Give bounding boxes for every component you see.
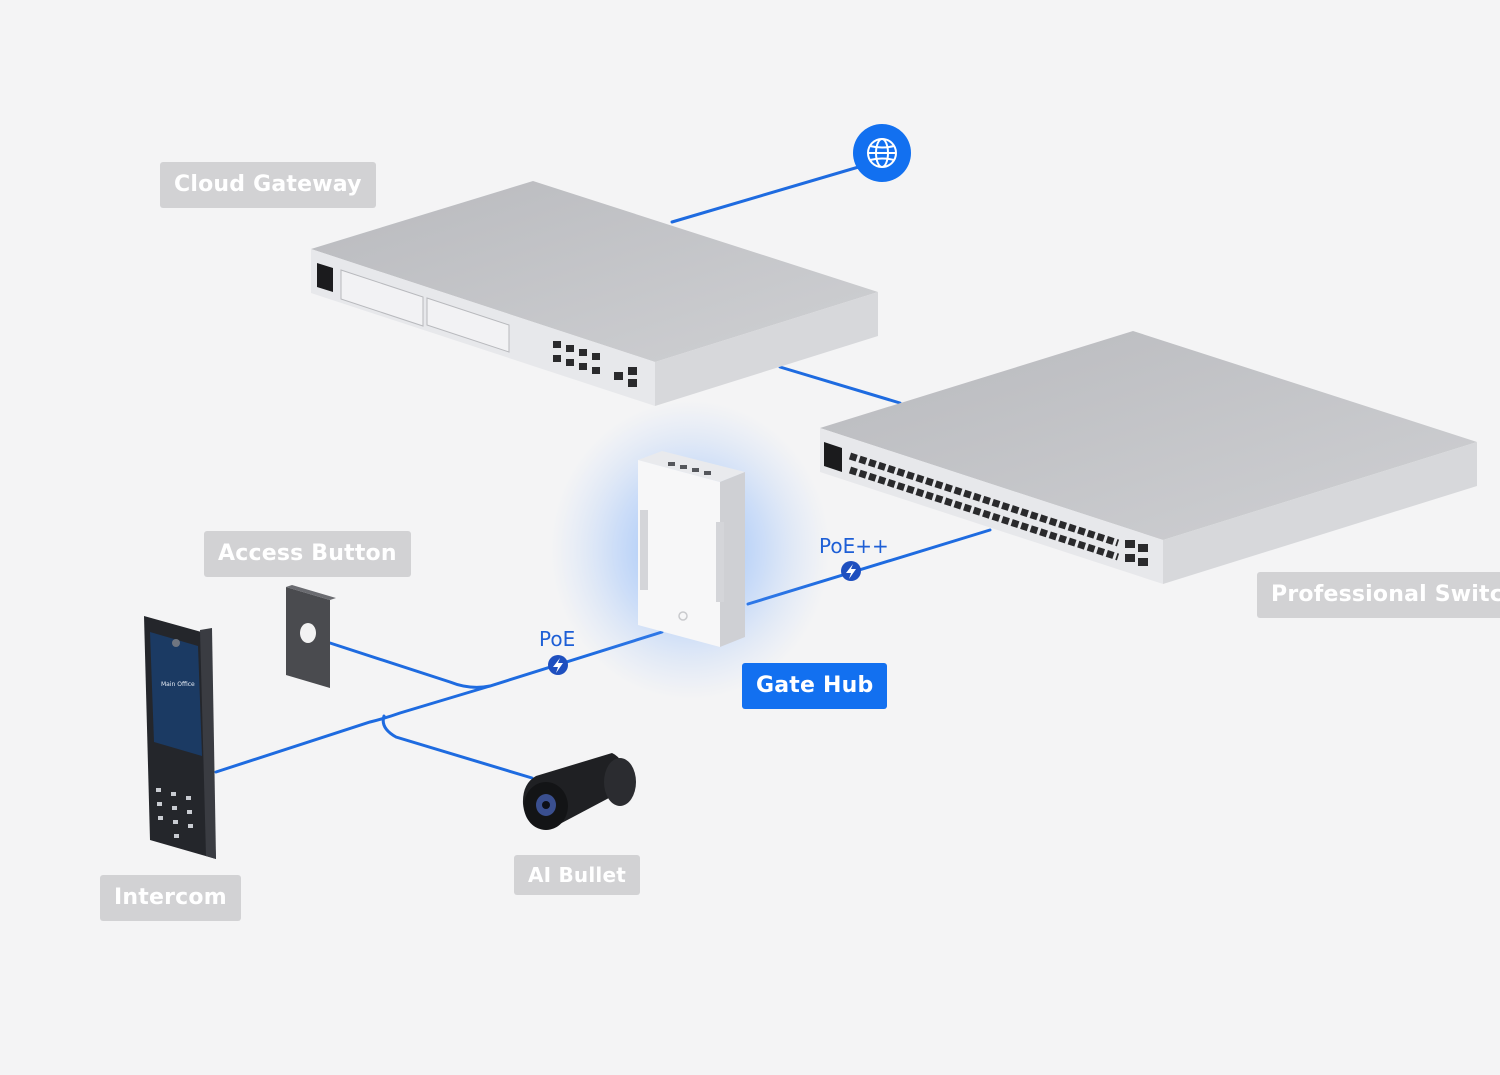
keypad [156, 788, 193, 838]
ai-bullet-camera[interactable] [522, 753, 636, 830]
cloud-gateway-device[interactable] [311, 181, 878, 406]
ai-bullet-label[interactable]: AI Bullet [514, 855, 641, 895]
switch-port-rows [848, 452, 1120, 561]
intercom-device[interactable]: Main Office [144, 616, 216, 859]
ubiquiti-logo-icon [678, 611, 688, 621]
line-internet-gateway [670, 164, 864, 224]
access-button-label[interactable]: Access Button [204, 531, 411, 577]
poe-label: PoE [539, 627, 575, 651]
bolt-icon [846, 564, 856, 579]
cloud-gateway-label[interactable]: Cloud Gateway [160, 162, 376, 208]
access-button-device[interactable] [286, 585, 336, 688]
gate-hub-label[interactable]: Gate Hub [742, 663, 888, 709]
intercom-label[interactable]: Intercom [100, 875, 241, 921]
line-intercom-bullet [381, 714, 534, 780]
line-gateway-switch [778, 365, 902, 405]
poe-marker: PoE [539, 627, 575, 675]
poe-plus-label: PoE++ [819, 534, 889, 558]
button-icon [300, 623, 316, 643]
gate-hub-device[interactable] [550, 400, 830, 700]
intercom-screen-title: Main Office [161, 681, 195, 688]
internet-node[interactable] [853, 124, 911, 182]
professional-switch-device[interactable] [820, 331, 1477, 584]
poe-plus-marker: PoE++ [819, 534, 889, 581]
globe-icon [867, 138, 897, 168]
bolt-icon [553, 658, 563, 673]
professional-switch-label[interactable]: Professional Switch [1257, 572, 1500, 618]
line-hub-intercom [214, 684, 492, 774]
